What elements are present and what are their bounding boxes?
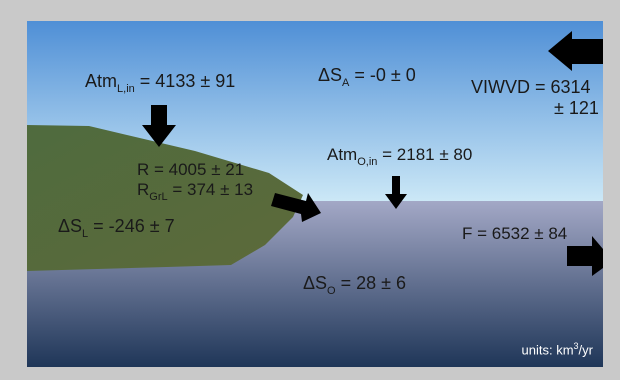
diagram-panel: AtmL,in = 4133 ± 91 ΔSA = -0 ± 0 VIWVD =… [27, 21, 603, 367]
f-outflow-arrow [567, 236, 603, 276]
atm-land-inflow-arrow [142, 105, 176, 147]
runoff-r-grl-label: RGrL = 374 ± 13 [137, 180, 254, 203]
delta-s-atmosphere-label: ΔSA = -0 ± 0 [318, 65, 416, 89]
viwvd-label-line2: ± 121 [554, 98, 599, 118]
delta-s-land-label: ΔSL = -246 ± 7 [58, 216, 175, 240]
units-label: units: km3/yr [521, 340, 593, 357]
f-outflow-label: F = 6532 ± 84 [462, 224, 568, 243]
delta-s-ocean-label: ΔSO = 28 ± 6 [303, 273, 407, 297]
atm-land-inflow-label: AtmL,in = 4133 ± 91 [85, 71, 236, 95]
diagram-graphic [27, 21, 603, 367]
runoff-arrow [271, 193, 321, 222]
runoff-r-label: R = 4005 ± 21 [137, 160, 245, 179]
viwvd-arrow [548, 31, 603, 71]
atm-ocean-inflow-arrow [385, 176, 407, 209]
atm-ocean-inflow-label: AtmO,in = 2181 ± 80 [327, 145, 473, 168]
viwvd-label-line1: VIWVD = 6314 [471, 77, 591, 97]
land-region [27, 125, 303, 271]
